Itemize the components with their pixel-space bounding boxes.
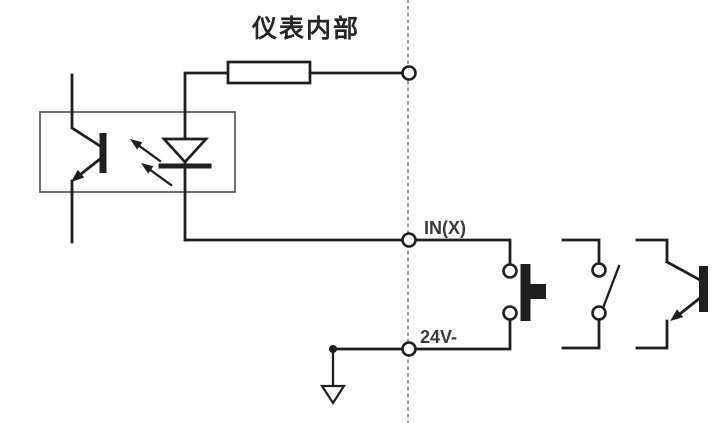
light-arrow-line [136,143,162,163]
transistor-emitter-arrow-icon [670,309,684,321]
light-arrow-head [130,139,143,150]
diagram-title: 仪表内部 [251,14,360,43]
npn-transistor-icon [635,238,708,350]
emitter-arrow-icon [71,169,85,182]
v24-wire-outside [414,318,512,351]
switch-lever [601,264,621,310]
terminal-resistor-output [401,65,417,81]
transistor-bottom-stub [635,319,669,350]
pushbutton-contact-bottom [502,305,518,321]
24v-label: 24V- [420,327,457,347]
optocoupler [39,71,236,244]
led-anode-wire [183,71,230,141]
switch-icon [561,238,621,350]
led-icon [158,71,230,242]
switch-top-stub [561,238,601,265]
optocoupler-box [39,111,236,193]
pushbutton-plunger [520,264,531,321]
resistor-body [226,60,312,85]
light-arrow-head [141,163,154,174]
ground-icon [319,384,347,406]
transistor-collector [665,260,702,282]
light-arrows-icon [130,139,173,187]
terminal-24v [401,341,417,357]
collector-wire [70,73,102,148]
phototransistor-base-bar [99,133,107,173]
in-x-wire-outside [414,238,512,266]
pushbutton-stem [530,284,546,299]
terminal-in-x [401,232,417,248]
transistor-base-bar [699,266,708,312]
in-x-label: IN(X) [424,218,466,238]
transistor-top-stub [635,238,669,264]
switch-bottom-stub [561,318,601,350]
in-x-rail [183,238,512,266]
pushbutton-contact-top [502,263,518,279]
switch-contact-bottom [591,305,607,321]
light-arrow-line [147,167,173,187]
pushbutton-icon [502,263,546,321]
phototransistor-icon [70,73,107,244]
resistor-icon [226,60,404,85]
led-triangle [160,137,210,165]
supply-rail [319,318,512,406]
switch-contact-top [591,262,607,278]
